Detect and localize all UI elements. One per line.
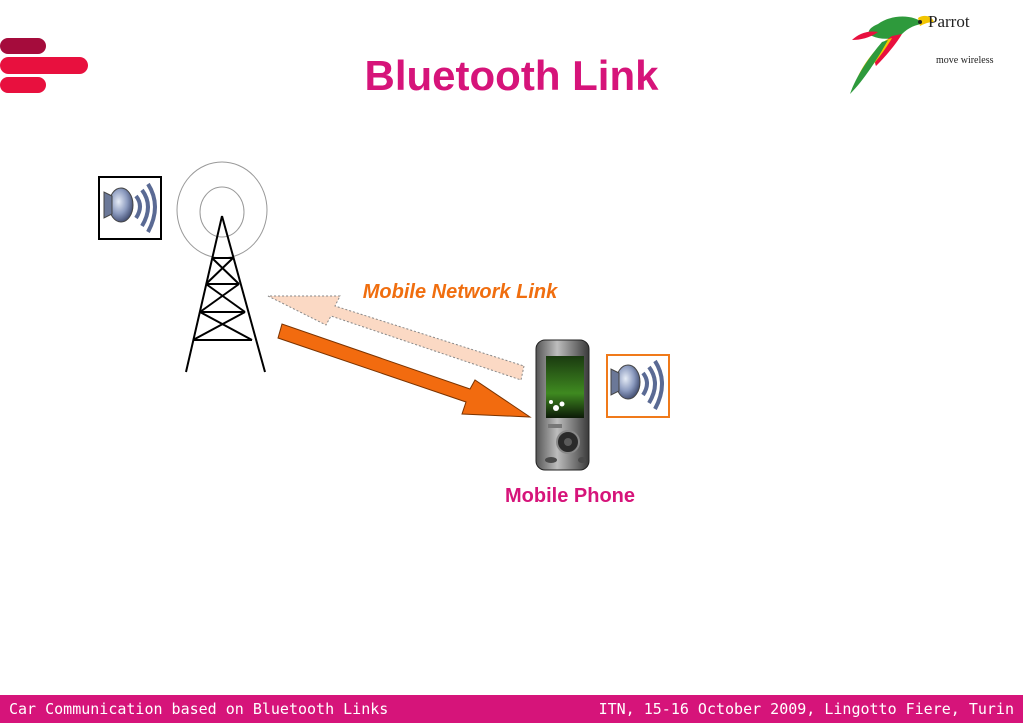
- footer-event-info: ITN, 15-16 October 2009, Lingotto Fiere,…: [598, 700, 1014, 718]
- parrot-logo: Parrot move wireless: [848, 10, 1018, 98]
- parrot-bird-icon: [850, 15, 934, 94]
- speaker-icon: [98, 176, 162, 240]
- logo-tagline: move wireless: [936, 55, 994, 66]
- network-link-label: Mobile Network Link: [362, 281, 558, 303]
- corner-decoration: [0, 38, 88, 93]
- speaker-icon: [606, 354, 670, 418]
- mobile-phone-label: Mobile Phone: [505, 485, 635, 507]
- logo-name: Parrot: [928, 12, 970, 31]
- uplink-arrow-icon: [267, 295, 525, 381]
- cell-tower-icon: [176, 161, 268, 373]
- page-title: Bluetooth Link: [364, 52, 659, 99]
- mobile-phone-icon: [535, 339, 590, 471]
- footer-presentation-title: Car Communication based on Bluetooth Lin…: [9, 700, 389, 718]
- downlink-arrow-icon: [277, 323, 532, 418]
- network-diagram: [98, 161, 670, 471]
- footer-bar: Car Communication based on Bluetooth Lin…: [0, 695, 1023, 723]
